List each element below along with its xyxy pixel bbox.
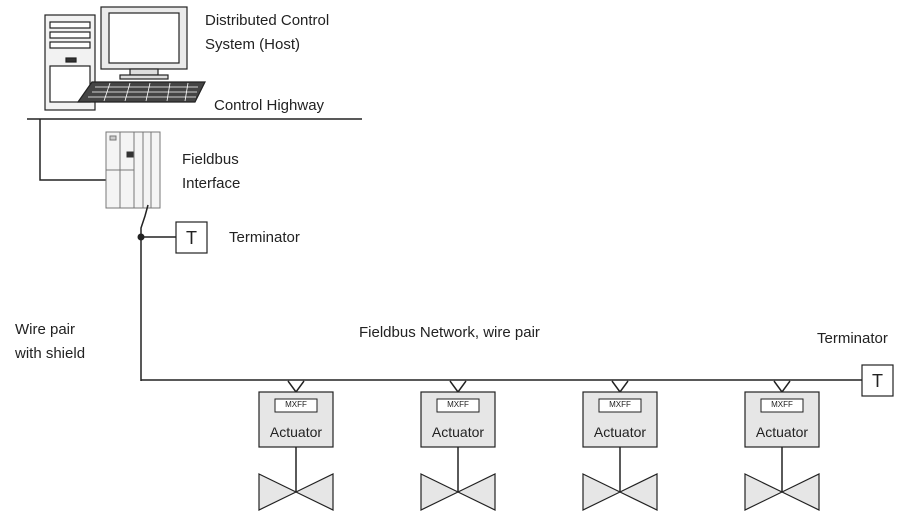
valve-icon	[582, 473, 658, 511]
terminator-top-label: Terminator	[229, 229, 300, 246]
actuator-4	[744, 380, 820, 511]
valve-icon	[744, 473, 820, 511]
actuator-1	[258, 380, 334, 511]
actuators-group	[258, 380, 820, 511]
actuator-drop-line	[287, 380, 305, 394]
valve-icon	[258, 473, 334, 511]
terminator-top-box	[175, 221, 208, 254]
terminator-right-box	[861, 364, 894, 397]
wire-pair-label-line2: with shield	[15, 345, 86, 362]
mxff-module-label: MXFF	[771, 400, 793, 409]
interface-cable	[140, 204, 149, 236]
mxff-module-box	[274, 398, 318, 413]
mxff-module-label: MXFF	[609, 400, 631, 409]
network-label: Fieldbus Network, wire pair	[359, 324, 540, 341]
host-computer-icon	[44, 6, 206, 111]
valve-icon	[420, 473, 496, 511]
actuator-label: Actuator	[269, 424, 323, 440]
control-highway-label: Control Highway	[214, 97, 325, 114]
mxff-module-label: MXFF	[285, 400, 307, 409]
mxff-module-label: MXFF	[447, 400, 469, 409]
mxff-module-box	[598, 398, 642, 413]
wire-pair-label-line1: Wire pair	[15, 321, 76, 338]
host-label-line1: Distributed Control	[205, 12, 330, 29]
host-label-line2: System (Host)	[205, 36, 301, 53]
mxff-module-box	[436, 398, 480, 413]
actuator-2	[420, 380, 496, 511]
fieldbus-interface-icon	[105, 131, 161, 209]
actuator-drop-line	[611, 380, 629, 394]
terminator-top-letter: T	[186, 228, 197, 248]
actuator-label: Actuator	[755, 424, 809, 440]
actuator-3	[582, 380, 658, 511]
mxff-module-box	[760, 398, 804, 413]
fieldbus-interface-label-line1: Fieldbus	[182, 151, 239, 168]
actuator-label: Actuator	[431, 424, 485, 440]
terminator-right-label: Terminator	[817, 330, 888, 347]
actuator-label: Actuator	[593, 424, 647, 440]
fieldbus-interface-label-line2: Interface	[182, 175, 241, 192]
terminator-right-letter: T	[872, 371, 883, 391]
highway-to-interface-line	[39, 119, 106, 181]
actuator-drop-line	[449, 380, 467, 394]
actuator-drop-line	[773, 380, 791, 394]
